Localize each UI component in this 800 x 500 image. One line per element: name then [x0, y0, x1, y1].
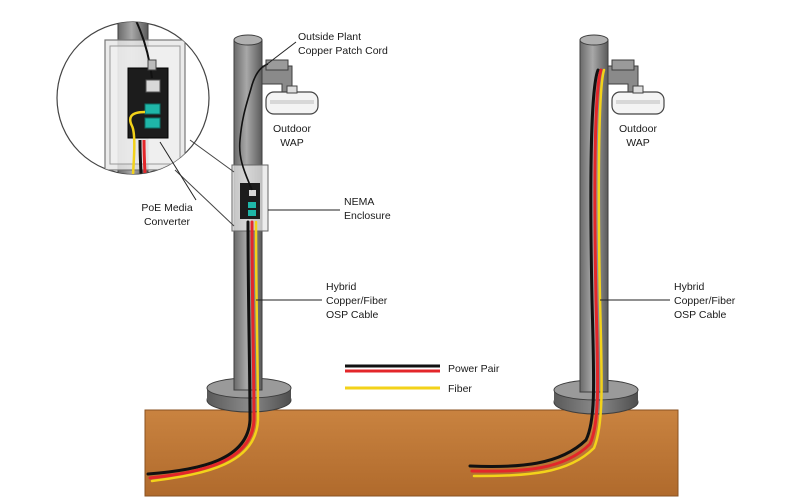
label-right-hybrid-3: OSP Cable	[674, 309, 726, 321]
label-right-hybrid-2: Copper/Fiber	[674, 295, 736, 307]
leader-poe-converter	[159, 141, 197, 201]
right-wap-device	[611, 85, 665, 115]
label-left-wap-1: Outdoor	[273, 123, 311, 135]
legend-power-pair: Power Pair	[345, 363, 500, 375]
leader-copper-patch-cord	[261, 41, 297, 69]
legend: Power Pair Fiber	[345, 363, 500, 395]
label-right-wap-2: WAP	[626, 137, 650, 149]
right-hybrid-cable	[468, 68, 606, 478]
label-right-wap-1: Outdoor	[619, 123, 657, 135]
label-left-wap-2: WAP	[280, 137, 304, 149]
label-right-hybrid-1: Hybrid	[674, 281, 705, 293]
legend-power-pair-label: Power Pair	[448, 363, 500, 375]
label-poe-converter-1: PoE Media	[141, 202, 193, 214]
magnified-enclosure-view	[56, 21, 235, 227]
label-nema-2: Enclosure	[344, 210, 391, 222]
label-left-hybrid-3: OSP Cable	[326, 309, 378, 321]
left-wap-device	[265, 85, 319, 115]
label-copper-patch-cord-1: Outside Plant	[298, 31, 361, 43]
legend-fiber: Fiber	[345, 383, 472, 395]
label-left-hybrid-1: Hybrid	[326, 281, 357, 293]
label-nema-1: NEMA	[344, 196, 374, 208]
nema-enclosure	[231, 164, 269, 232]
copper-patch-cord	[238, 63, 269, 191]
left-hybrid-cable	[146, 220, 260, 483]
ground	[144, 409, 679, 497]
label-copper-patch-cord-2: Copper Patch Cord	[298, 45, 388, 57]
label-left-hybrid-2: Copper/Fiber	[326, 295, 388, 307]
legend-fiber-label: Fiber	[448, 383, 472, 395]
label-poe-converter-2: Converter	[144, 216, 191, 228]
